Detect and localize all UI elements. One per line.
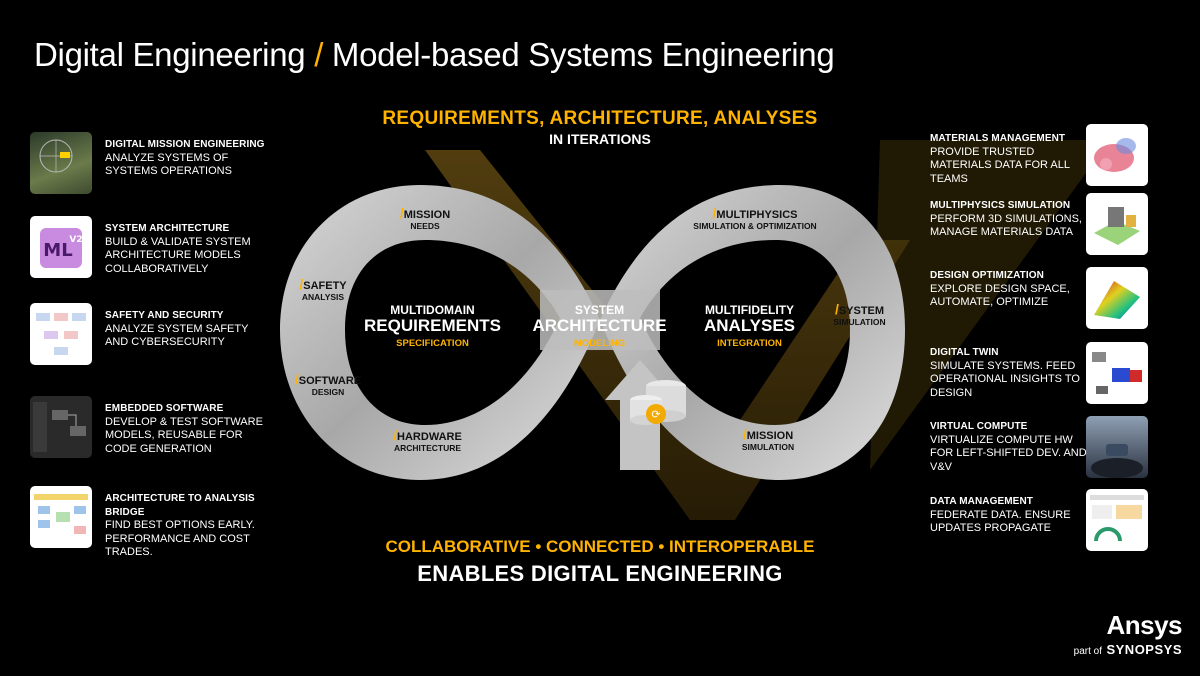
item-head: VIRTUAL COMPUTE	[930, 421, 1028, 432]
item-head: DIGITAL TWIN	[930, 347, 999, 358]
headline: REQUIREMENTS, ARCHITECTURE, ANALYSES	[382, 108, 818, 129]
item-body: ANALYZE SYSTEM SAFETY AND CYBERSECURITY	[105, 322, 249, 349]
page-title: Digital Engineering / Model-based System…	[34, 36, 835, 73]
response-surface-icon	[1086, 267, 1148, 329]
ansys-logo: Ansys	[1106, 610, 1182, 640]
footer-headline: ENABLES DIGITAL ENGINEERING	[417, 561, 783, 586]
item-body: ANALYZE SYSTEMS OF SYSTEMS OPERATIONS	[105, 151, 232, 178]
car-interior-icon	[1086, 416, 1148, 478]
svg-text:V2: V2	[69, 235, 82, 245]
loop-left	[280, 185, 600, 480]
item-head: ARCHITECTURE TO ANALYSIS BRIDGE	[105, 493, 255, 518]
database-icon: ⟳	[630, 380, 686, 425]
item-body: FIND BEST OPTIONS EARLY. PERFORMANCE AND…	[105, 519, 255, 558]
item-head: SAFETY AND SECURITY	[105, 310, 224, 321]
map-globe-icon	[30, 132, 92, 194]
ansys-synopsys-logo: Ansys part of SYNOPSYS	[1073, 610, 1183, 659]
software-model-icon	[30, 396, 92, 458]
fault-tree-icon	[30, 303, 92, 365]
item-body: VIRTUALIZE COMPUTE HW FOR LEFT-SHIFTED D…	[930, 433, 1087, 473]
item-body: BUILD & VALIDATE SYSTEM ARCHITECTURE MOD…	[105, 235, 251, 275]
item-head: DATA MANAGEMENT	[930, 496, 1033, 507]
subheadline: IN ITERATIONS	[549, 131, 651, 147]
item-body: DEVELOP & TEST SOFTWARE MODELS, REUSABLE…	[105, 415, 263, 455]
item-body: SIMULATE SYSTEMS. FEED OPERATIONAL INSIG…	[930, 359, 1080, 399]
svg-text:ML: ML	[43, 240, 72, 261]
item-body: PROVIDE TRUSTED MATERIALS DATA FOR ALL T…	[930, 145, 1070, 185]
item-head: MULTIPHYSICS SIMULATION	[930, 200, 1071, 211]
item-head: MATERIALS MANAGEMENT	[930, 133, 1066, 144]
v-shape-right-arm	[870, 140, 1110, 470]
item-head: EMBEDDED SOFTWARE	[105, 403, 224, 414]
part-of-text: part of	[1073, 646, 1103, 657]
svg-text:⟳: ⟳	[651, 408, 660, 421]
materials-chart-icon	[1086, 124, 1148, 186]
item-head: DESIGN OPTIMIZATION	[930, 270, 1044, 281]
3d-simulation-icon	[1086, 193, 1148, 255]
item-body: PERFORM 3D SIMULATIONS, MANAGE MATERIALS…	[930, 212, 1082, 239]
workflow-icon	[30, 486, 92, 548]
footer-tagline: COLLABORATIVE • CONNECTED • INTEROPERABL…	[385, 537, 815, 556]
loop-crossing	[540, 290, 660, 350]
item-head: SYSTEM ARCHITECTURE	[105, 223, 230, 234]
synopsys-logo: SYNOPSYS	[1106, 642, 1182, 657]
item-body: EXPLORE DESIGN SPACE, AUTOMATE, OPTIMIZE	[930, 282, 1070, 309]
item-body: FEDERATE DATA. ENSURE UPDATES PROPAGATE	[930, 508, 1071, 535]
item-head: DIGITAL MISSION ENGINEERING	[105, 139, 265, 150]
digital-twin-icon	[1086, 342, 1148, 404]
dashboard-icon	[1086, 489, 1148, 551]
